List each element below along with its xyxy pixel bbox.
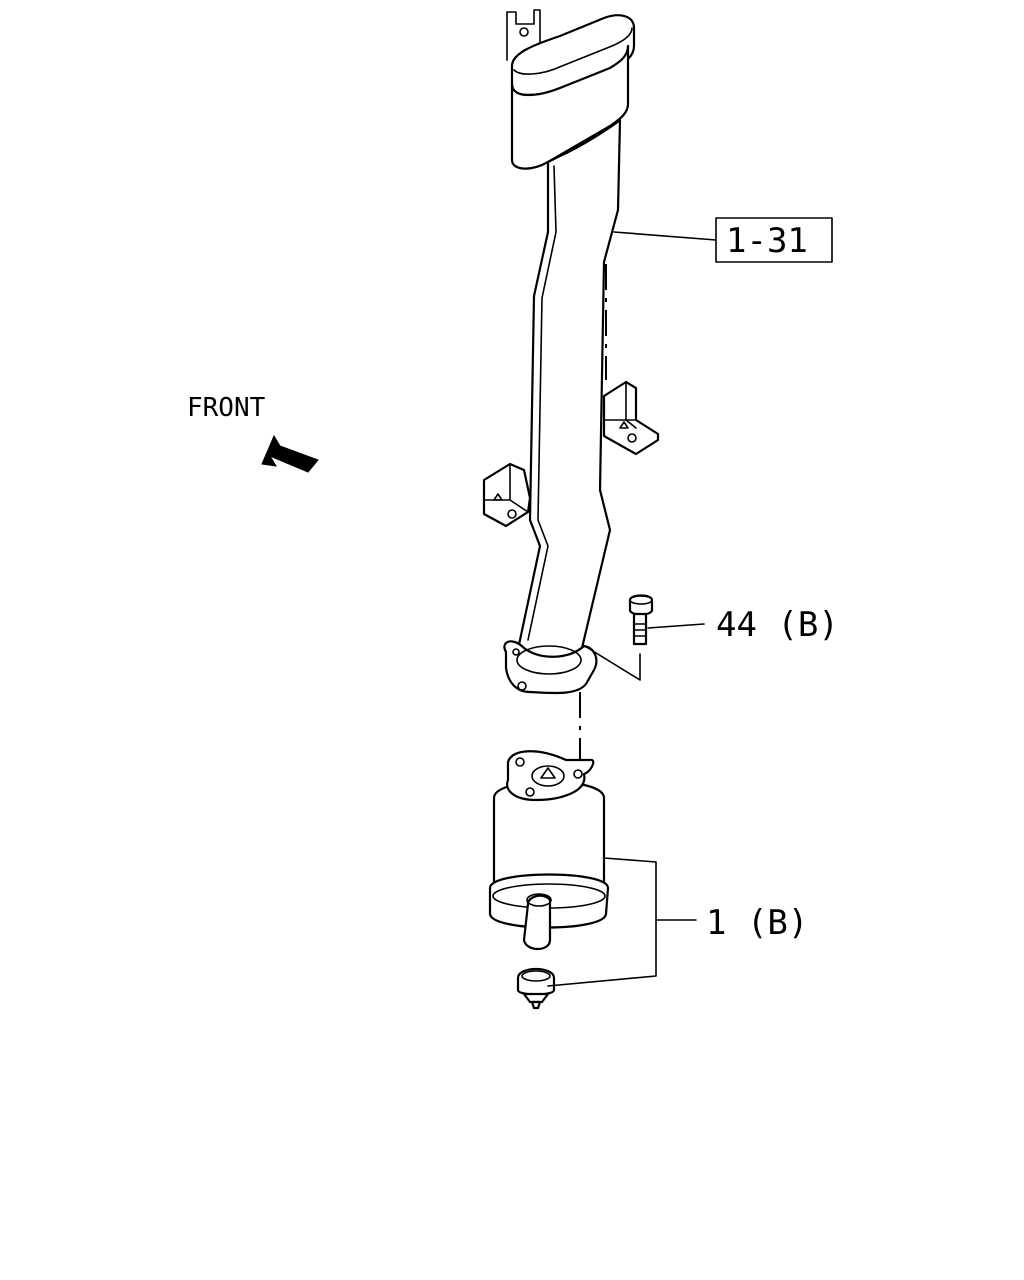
pipe-callout-label: 1-31 xyxy=(726,221,808,261)
pipe-leader-line xyxy=(613,231,717,241)
converter-callout-label: 1 (B) xyxy=(706,903,808,943)
bolt xyxy=(628,594,654,646)
bolt-leader-line xyxy=(647,623,705,629)
front-arrow-icon xyxy=(261,434,319,473)
catalytic-converter xyxy=(488,750,610,1010)
bolt-callout-label: 44 (B) xyxy=(716,605,839,645)
front-label: FRONT xyxy=(187,393,266,423)
converter-leader-line xyxy=(547,857,657,987)
exhaust-front-pipe xyxy=(482,9,660,695)
pipe-callout-box xyxy=(715,217,833,263)
front-indicator: FRONT xyxy=(187,393,319,473)
